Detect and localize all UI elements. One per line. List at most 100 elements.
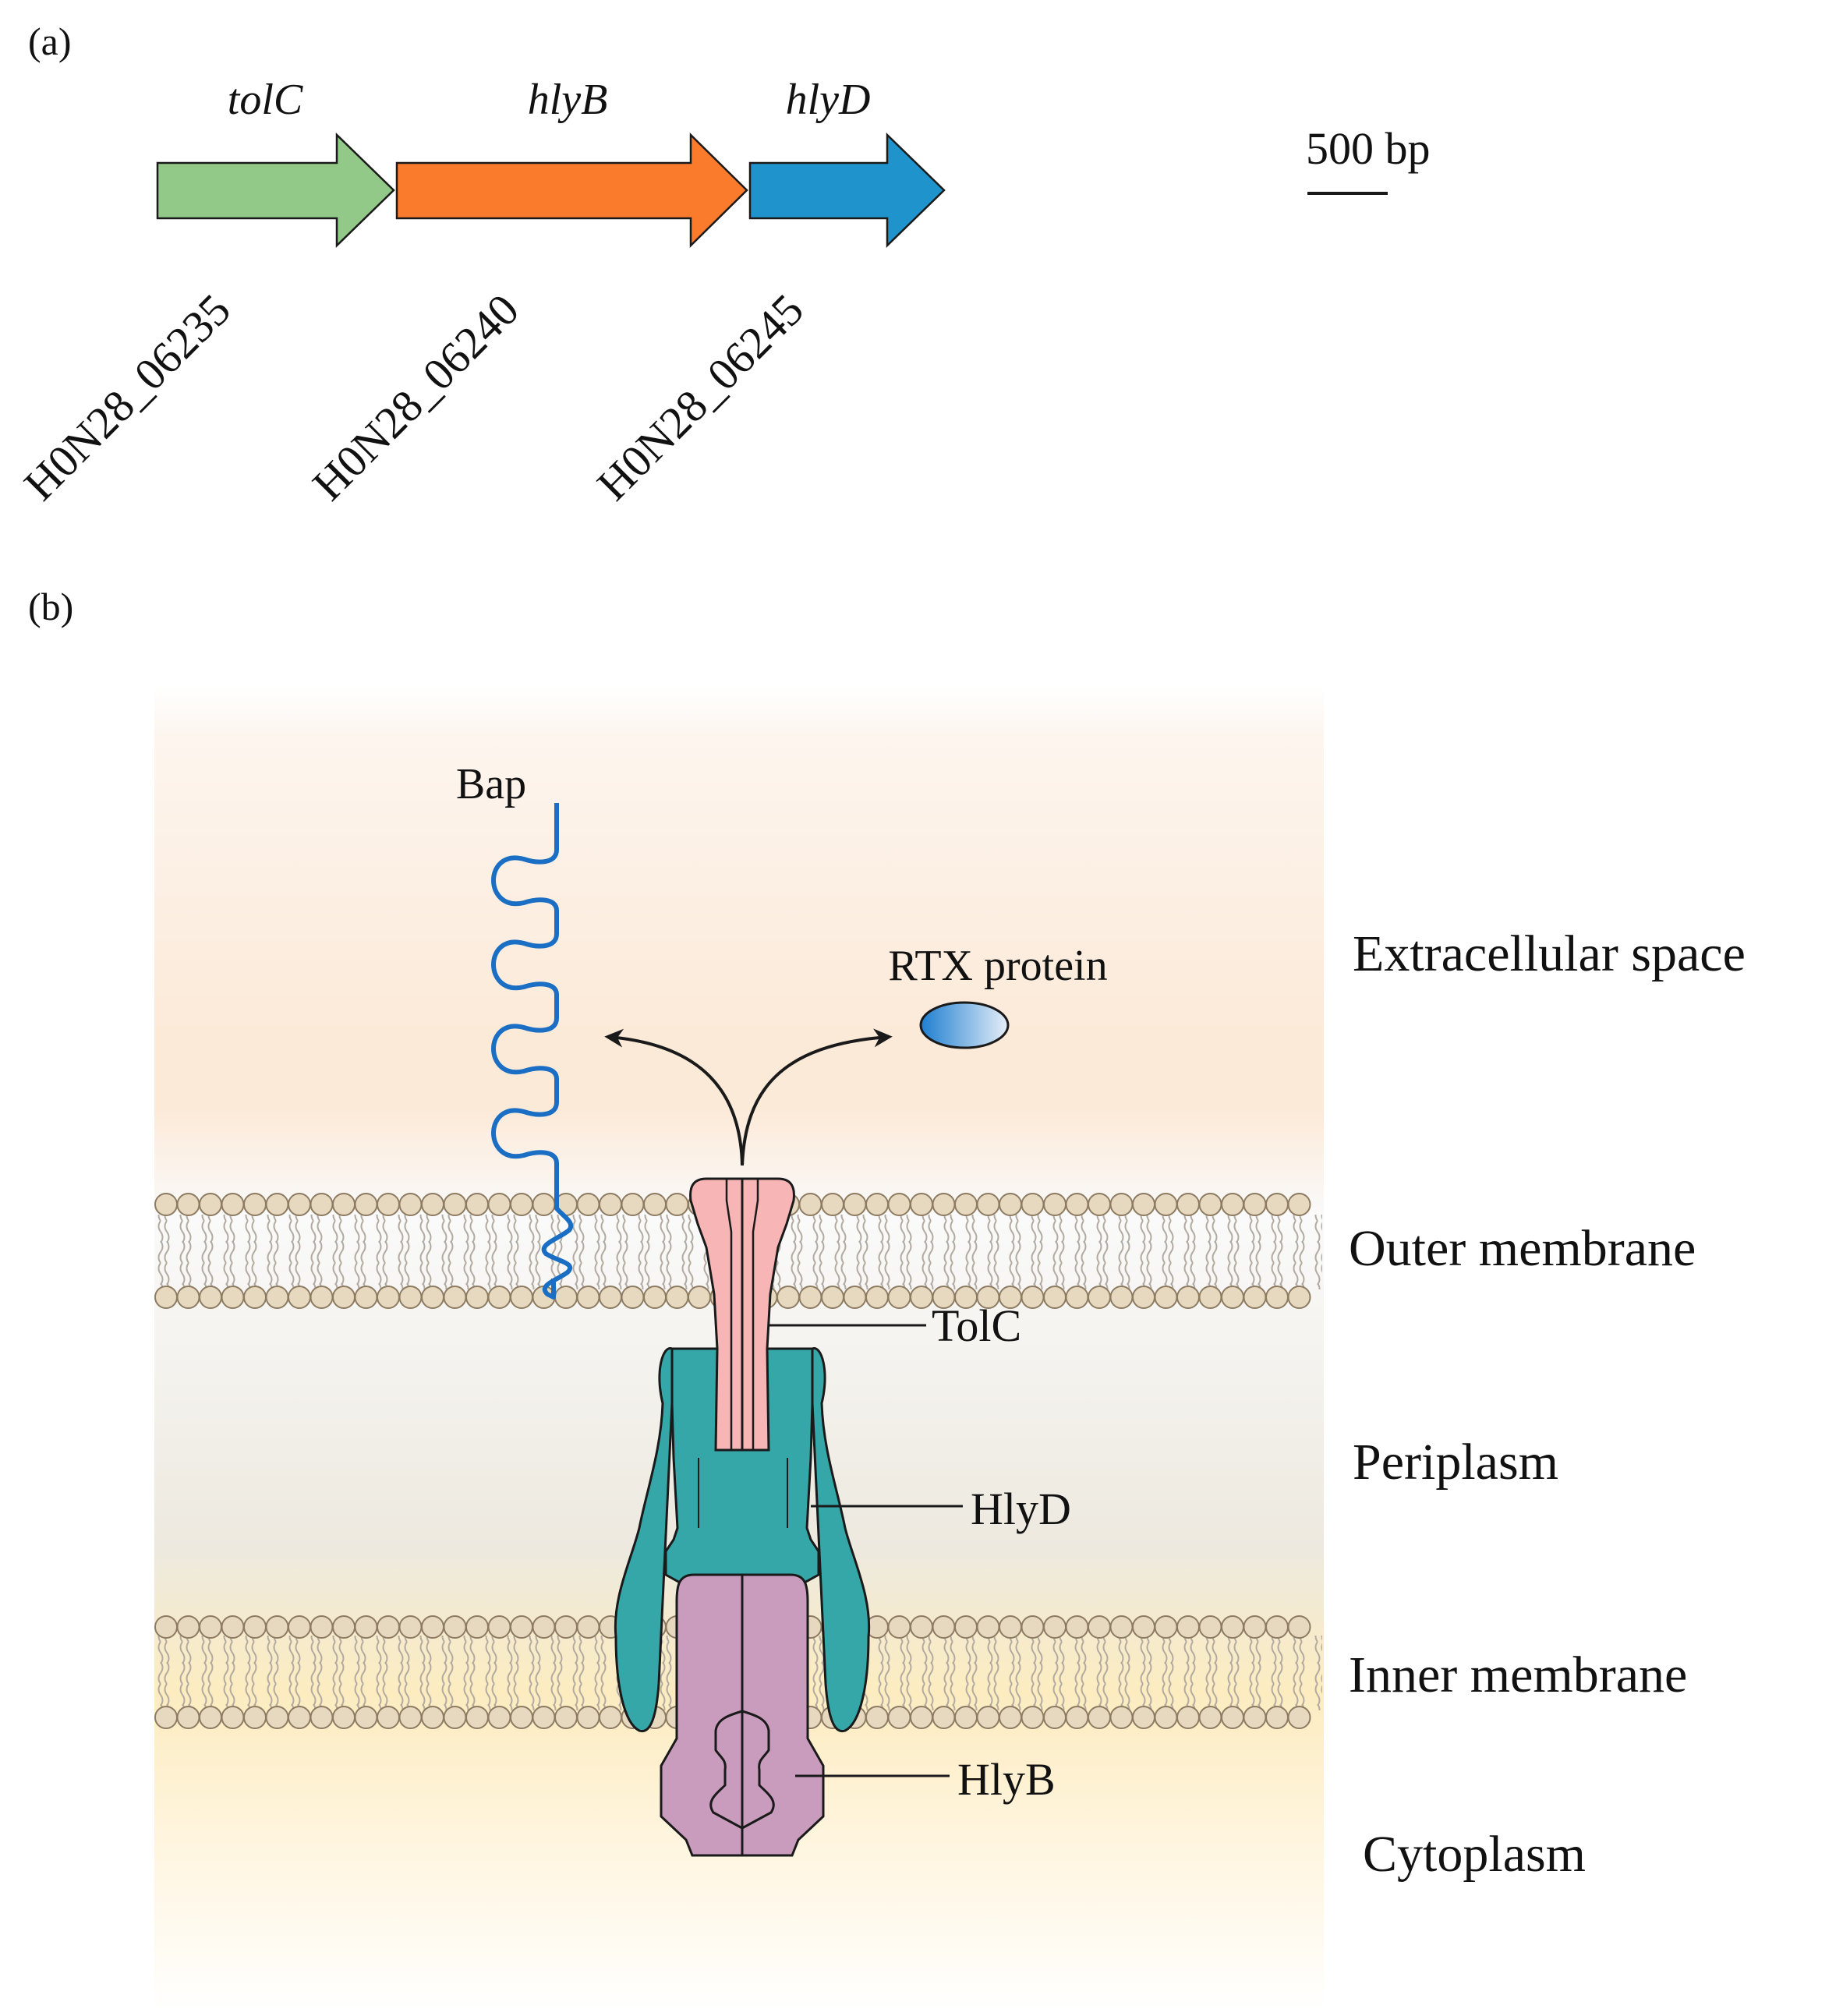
outer-membrane-heads-top bbox=[154, 1193, 1311, 1216]
lipid-head bbox=[776, 1286, 800, 1309]
lipid-head bbox=[1221, 1706, 1244, 1729]
lipid-head bbox=[154, 1706, 178, 1729]
gene-hlyd: hlyD H0N28_06245 bbox=[587, 76, 946, 510]
lipid-head bbox=[487, 1615, 511, 1639]
tolc-label: TolC bbox=[932, 1300, 1021, 1351]
lipid-head bbox=[576, 1706, 600, 1729]
lipid-head bbox=[398, 1615, 423, 1639]
lipid-head bbox=[510, 1193, 533, 1216]
lipid-head bbox=[332, 1615, 356, 1639]
lipid-head bbox=[154, 1286, 178, 1309]
lipid-head bbox=[554, 1706, 578, 1729]
lipid-head bbox=[1221, 1286, 1244, 1309]
rtx-protein: RTX protein bbox=[888, 942, 1108, 1049]
lipid-head bbox=[887, 1706, 911, 1729]
lipid-head bbox=[199, 1193, 222, 1216]
lipid-head bbox=[976, 1706, 1000, 1729]
lipid-head bbox=[665, 1286, 689, 1309]
lipid-head bbox=[288, 1706, 311, 1729]
label-extracellular-space: Extracellular space bbox=[1353, 925, 1746, 982]
lipid-head bbox=[932, 1615, 956, 1639]
lipid-head bbox=[377, 1706, 400, 1729]
lipid-head bbox=[643, 1286, 667, 1309]
lipid-head bbox=[976, 1193, 1000, 1216]
lipid-head bbox=[599, 1706, 622, 1729]
lipid-head bbox=[665, 1193, 689, 1216]
lipid-head bbox=[265, 1286, 289, 1309]
lipid-head bbox=[843, 1286, 867, 1309]
lipid-head bbox=[1154, 1193, 1178, 1216]
lipid-head bbox=[1265, 1615, 1289, 1639]
lipid-head bbox=[377, 1286, 400, 1309]
hlyd-left-arm bbox=[614, 1347, 674, 1733]
lipid-head bbox=[798, 1193, 822, 1216]
lipid-head bbox=[1109, 1615, 1134, 1639]
lipid-head bbox=[465, 1706, 489, 1729]
lipid-head bbox=[999, 1193, 1022, 1216]
scale-bar: 500 bp bbox=[1306, 123, 1431, 195]
lipid-head bbox=[1154, 1286, 1178, 1309]
lipid-head bbox=[243, 1706, 267, 1729]
tolc-channel bbox=[689, 1177, 795, 1452]
lipid-head bbox=[1109, 1193, 1134, 1216]
lipid-head bbox=[1021, 1193, 1045, 1216]
lipid-head bbox=[443, 1706, 467, 1729]
tolc-inner-lines bbox=[725, 1179, 759, 1450]
panel-b-label: (b) bbox=[28, 585, 73, 628]
lipid-head bbox=[1287, 1706, 1311, 1729]
lipid-head bbox=[398, 1286, 423, 1309]
lipid-head bbox=[199, 1615, 222, 1639]
lipid-head bbox=[1132, 1615, 1155, 1639]
panel-a-label: (a) bbox=[28, 19, 72, 63]
lipid-head bbox=[1265, 1193, 1289, 1216]
lipid-head bbox=[510, 1706, 533, 1729]
lipid-head bbox=[1132, 1193, 1155, 1216]
lipid-head bbox=[354, 1706, 378, 1729]
lipid-head bbox=[1176, 1193, 1200, 1216]
lipid-head bbox=[465, 1286, 489, 1309]
lipid-head bbox=[554, 1615, 578, 1639]
lipid-head bbox=[798, 1286, 822, 1309]
lipid-head bbox=[887, 1193, 911, 1216]
lipid-head bbox=[199, 1706, 222, 1729]
lipid-head bbox=[1043, 1286, 1067, 1309]
lipid-head bbox=[999, 1706, 1022, 1729]
lipid-head bbox=[1154, 1706, 1178, 1729]
lipid-head bbox=[576, 1615, 600, 1639]
hlyb-inner-groove bbox=[709, 1583, 775, 1830]
lipid-head bbox=[1243, 1615, 1267, 1639]
label-outer-membrane: Outer membrane bbox=[1349, 1220, 1696, 1277]
lipid-head bbox=[1221, 1615, 1244, 1639]
panel-b: (b) Bap RTX protein bbox=[28, 585, 1746, 2011]
lipid-head bbox=[1243, 1286, 1267, 1309]
outer-membrane-heads-bottom bbox=[154, 1286, 1311, 1309]
secretion-arrows bbox=[604, 1028, 893, 1166]
lipid-head bbox=[599, 1286, 622, 1309]
lipid-head bbox=[332, 1193, 356, 1216]
lipid-head bbox=[1287, 1286, 1311, 1309]
lipid-head bbox=[1043, 1193, 1067, 1216]
lipid-head bbox=[377, 1193, 400, 1216]
lipid-head bbox=[1088, 1615, 1111, 1639]
lipid-head bbox=[576, 1286, 600, 1309]
rtx-protein-shape bbox=[919, 1001, 1010, 1049]
lipid-head bbox=[265, 1615, 289, 1639]
lipid-head bbox=[332, 1286, 356, 1309]
lipid-head bbox=[554, 1286, 578, 1309]
lipid-head bbox=[398, 1193, 423, 1216]
tolc-right-half bbox=[741, 1177, 795, 1452]
secretion-arrow-left bbox=[604, 1028, 744, 1166]
lipid-head bbox=[1021, 1706, 1045, 1729]
lipid-head bbox=[465, 1615, 489, 1639]
lipid-head bbox=[221, 1193, 245, 1216]
lipid-head bbox=[510, 1615, 533, 1639]
lipid-head bbox=[465, 1193, 489, 1216]
locus-tag-tolc: H0N28_06235 bbox=[14, 284, 240, 510]
lipid-head bbox=[910, 1193, 933, 1216]
hlyd-label: HlyD bbox=[971, 1484, 1071, 1534]
lipid-head bbox=[1132, 1286, 1155, 1309]
lipid-head bbox=[310, 1615, 334, 1639]
lipid-head bbox=[176, 1615, 200, 1639]
lipid-head bbox=[1088, 1706, 1111, 1729]
leader-lines bbox=[768, 1324, 963, 1777]
